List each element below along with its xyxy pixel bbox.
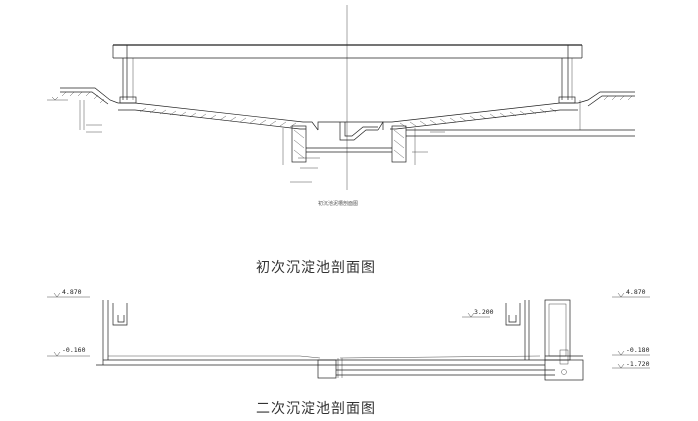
elevation-right-top: 4.870 — [626, 288, 646, 296]
right-support-column — [558, 58, 576, 104]
elevation-right-mid: -0.180 — [626, 346, 650, 354]
pump-chamber — [544, 299, 584, 381]
secondary-clarifier-section — [47, 292, 650, 381]
elevation-mid-right: 3.200 — [474, 308, 494, 316]
left-support-column — [119, 58, 137, 104]
bridge-beam — [112, 44, 583, 59]
leader-lines — [47, 96, 445, 183]
elevation-left-top: 4.870 — [62, 288, 82, 296]
outlet-pipe — [406, 100, 635, 137]
left-elevation-markers — [47, 292, 90, 357]
center-sump — [317, 358, 555, 379]
sludge-hopper — [282, 121, 416, 165]
elevation-right-bottom: -1.720 — [626, 360, 650, 368]
right-elevation-markers — [612, 292, 650, 369]
elevation-left-bottom: -0.160 — [62, 346, 86, 354]
tank-floor — [118, 102, 578, 131]
primary-clarifier-section — [47, 5, 635, 190]
mid-right-elevation-marker — [462, 312, 490, 318]
left-ground — [60, 87, 119, 130]
primary-subtitle: 初沉池泥槽剖面图 — [318, 201, 359, 207]
primary-title: 初次沉淀池剖面图 — [256, 260, 376, 276]
secondary-title: 二次沉淀池剖面图 — [256, 401, 376, 417]
right-ground — [577, 91, 635, 107]
